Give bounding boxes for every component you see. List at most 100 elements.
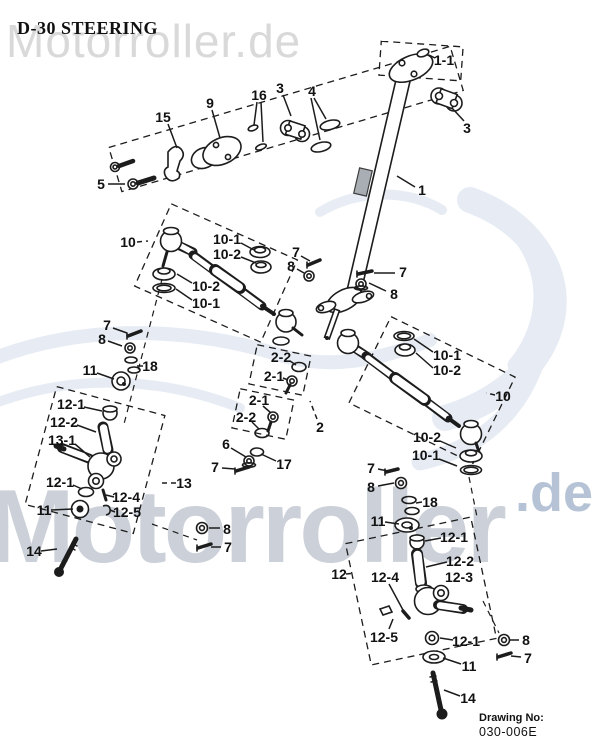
leader-line	[438, 458, 458, 467]
leader-line	[388, 618, 394, 630]
leader-line	[112, 327, 128, 334]
part-label-10-2: 10-2	[433, 362, 461, 378]
steering-knuckle-right	[378, 534, 474, 720]
part-label-10-2: 10-2	[213, 246, 241, 262]
leader-line	[136, 240, 149, 243]
part-12-2-kingpin	[97, 421, 114, 456]
leader-line	[377, 482, 395, 487]
part-label-8: 8	[223, 521, 231, 537]
leader-line	[428, 54, 436, 59]
leader-line	[388, 583, 404, 611]
part-10-1-ring	[459, 464, 483, 476]
steering-knuckle-left	[53, 405, 122, 577]
leader-line	[413, 338, 434, 353]
part-label-13: 13	[176, 475, 192, 491]
part-8-nut	[303, 270, 315, 282]
part-label-2-2: 2-2	[271, 349, 291, 365]
part-8-nut	[124, 342, 136, 354]
leader-line	[300, 255, 311, 262]
part-label-14: 14	[26, 543, 42, 559]
leader-line	[240, 256, 257, 264]
leader-line	[425, 561, 448, 568]
fastener-small-parts	[111, 258, 513, 661]
part-label-7: 7	[524, 650, 532, 666]
leader-line	[107, 340, 123, 347]
part-16-pins	[247, 124, 268, 151]
part-18-rings	[401, 495, 420, 516]
part-2-1-bolt	[284, 375, 298, 395]
part-label-3: 3	[276, 80, 284, 96]
leader-line	[76, 424, 97, 433]
leader-line	[345, 572, 356, 575]
part-label-2: 2	[316, 419, 324, 435]
leader-line	[83, 406, 103, 412]
part-2-2-ring	[254, 427, 270, 439]
part-15-bracket	[163, 145, 185, 182]
leader-line	[253, 101, 258, 126]
leader-line	[415, 501, 423, 504]
part-label-12-1: 12-1	[452, 633, 480, 649]
leader-line	[415, 352, 434, 369]
leader-line	[262, 405, 272, 414]
part-7-stud	[196, 542, 213, 552]
part-7-stud	[126, 329, 143, 340]
leader-line	[443, 689, 461, 697]
part-label-10: 10	[120, 234, 136, 250]
part-11-washer	[422, 650, 446, 664]
part-12-1-ring	[77, 486, 95, 498]
leader-line	[176, 273, 193, 284]
part-label-12-4: 12-4	[371, 569, 399, 585]
tie-rod-right-assembly	[336, 328, 483, 476]
part-label-7: 7	[367, 460, 375, 476]
part-14-bolt	[54, 536, 79, 577]
part-7-stud	[356, 269, 374, 278]
part-8-nut	[195, 521, 209, 535]
leader-line	[282, 94, 292, 117]
part-11-washer	[111, 371, 131, 391]
part-7-stud	[384, 467, 400, 476]
leader-line	[251, 421, 260, 430]
leader-line	[439, 440, 457, 449]
part-3-clamp-left	[279, 119, 311, 143]
leader-line	[50, 508, 74, 511]
leader-line	[510, 655, 522, 658]
leader-line	[260, 453, 277, 462]
leader-line	[424, 537, 442, 542]
guide-line	[468, 476, 478, 518]
leader-line	[230, 447, 247, 458]
part-label-2-1: 2-1	[249, 392, 269, 408]
part-label-18: 18	[422, 494, 438, 510]
part-label-10-2: 10-2	[413, 429, 441, 445]
leader-line	[74, 443, 91, 458]
part-2-1-bolt	[266, 411, 279, 433]
part-label-17: 17	[276, 456, 292, 472]
part-label-4: 4	[308, 83, 316, 99]
part-label-1-1: 1-1	[434, 52, 454, 68]
part-11-washer	[394, 517, 420, 533]
leader-line	[105, 494, 115, 498]
tie-rod-left-assembly	[152, 226, 304, 346]
leader-line	[240, 242, 255, 251]
leader-line	[296, 268, 305, 274]
part-label-12-2: 12-2	[446, 553, 474, 569]
part-label-16: 16	[251, 87, 267, 103]
part-10-1-ring	[152, 282, 176, 294]
part-label-12-5: 12-5	[370, 629, 398, 645]
part-7-stud	[306, 258, 322, 269]
steering-column	[315, 48, 434, 340]
part-label-2-2: 2-2	[236, 409, 256, 425]
part-label-11: 11	[37, 502, 52, 518]
part-6-nut	[241, 455, 257, 468]
guide-line	[482, 600, 500, 634]
page-title: D-30 STEERING	[17, 18, 159, 38]
part-label-9: 9	[206, 95, 214, 111]
part-label-8: 8	[390, 286, 398, 302]
part-label-8: 8	[522, 632, 530, 648]
part-label-12-1: 12-1	[57, 396, 85, 412]
drawing-number-block: Drawing No: 030-006E	[479, 712, 544, 740]
part-label-12-1: 12-1	[440, 529, 468, 545]
part-12-5-clip	[378, 605, 394, 616]
part-label-7: 7	[399, 264, 407, 280]
